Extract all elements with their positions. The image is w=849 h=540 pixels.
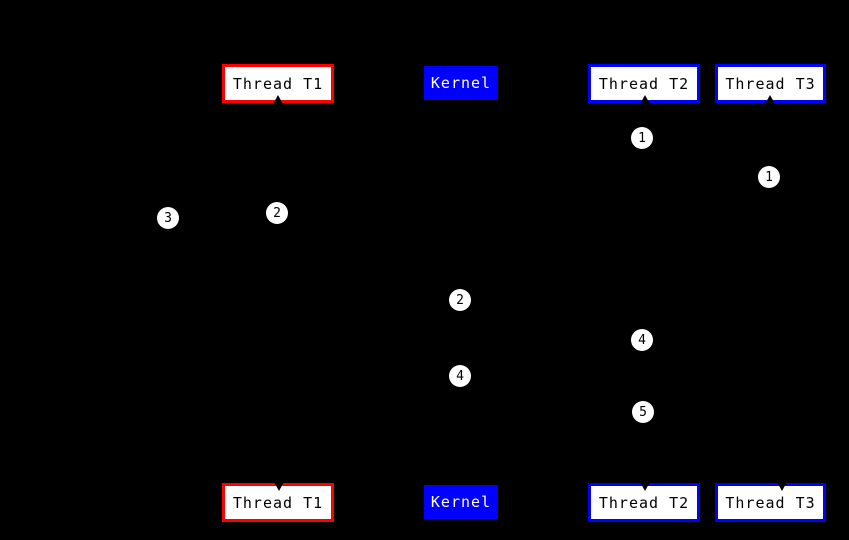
step-marker-4: 4 [449,365,471,387]
step-marker-label: 4 [456,368,464,384]
step-marker-label: 2 [273,205,281,221]
step-marker-4: 4 [631,329,653,351]
step-marker-2: 2 [449,289,471,311]
arrowhead-icon [274,482,284,491]
node-kernel-bottom: Kernel [424,485,498,519]
step-marker-label: 1 [638,130,646,146]
step-marker-label: 1 [765,169,773,185]
arrowhead-icon [273,95,283,104]
arrowhead-icon [777,482,787,491]
step-marker-1: 1 [631,127,653,149]
arrowhead-icon [640,95,650,104]
step-marker-1: 1 [758,166,780,188]
node-label: Kernel [430,493,492,511]
arrowhead-icon [765,95,775,104]
step-marker-label: 2 [456,292,464,308]
step-marker-label: 4 [638,332,646,348]
arrowhead-icon [640,482,650,491]
step-marker-3: 3 [157,207,179,229]
node-thread-t3-bottom: Thread T3 [715,483,826,522]
step-marker-label: 3 [164,210,172,226]
node-kernel-top: Kernel [424,66,498,100]
node-label: Thread T1 [232,74,324,93]
node-label: Kernel [430,74,492,92]
node-label: Thread T2 [598,74,690,93]
step-marker-2: 2 [266,202,288,224]
node-label: Thread T3 [725,493,816,512]
node-label: Thread T3 [725,74,816,93]
node-label: Thread T2 [598,493,690,512]
step-marker-label: 5 [639,404,647,420]
step-marker-5: 5 [632,401,654,423]
node-label: Thread T1 [232,493,324,512]
